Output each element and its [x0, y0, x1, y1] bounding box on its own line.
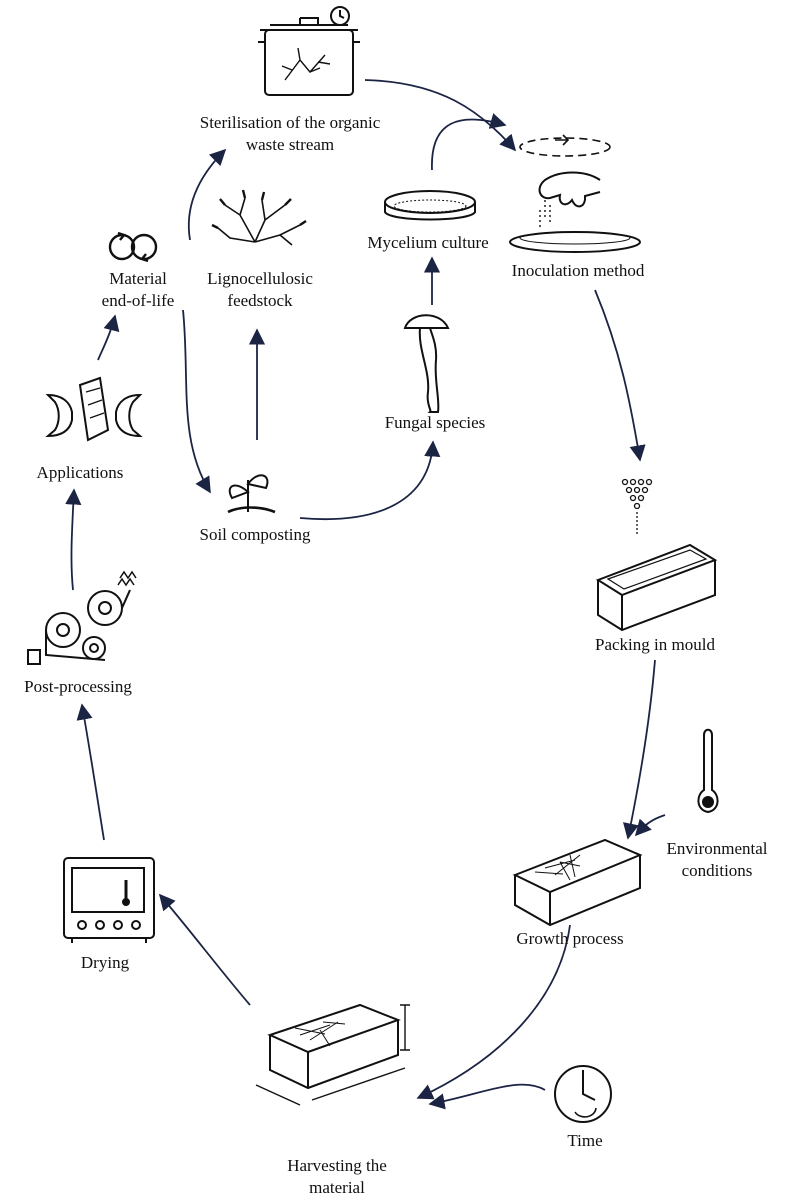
- label-eol: Material end-of-life: [78, 268, 198, 312]
- packing-line-1: Packing in mould: [595, 635, 715, 654]
- arrow-time-to-harvesting: [428, 1083, 546, 1110]
- mould-box-icon: [595, 478, 718, 632]
- plant-branch-icon: [211, 189, 307, 246]
- clock-icon: [554, 1065, 612, 1123]
- lignocellulosic-line-1: Lignocellulosic: [207, 269, 313, 288]
- eol-line-1: Material: [109, 269, 167, 288]
- mycelium-block-icon: [512, 838, 643, 927]
- harvesting-line-2: material: [309, 1178, 365, 1197]
- label-fungal: Fungal species: [365, 412, 505, 434]
- environmental-line-1: Environmental: [666, 839, 768, 858]
- arrow-drying-to-postprocessing: [76, 703, 105, 841]
- oven-icon: [63, 857, 155, 943]
- arrow-eol-to-sterilisation: [187, 148, 227, 241]
- label-applications: Applications: [20, 462, 140, 484]
- label-postprocessing: Post-processing: [8, 676, 148, 698]
- lignocellulosic-line-2: feedstock: [227, 291, 293, 310]
- harvesting-line-1: Harvesting the: [287, 1156, 387, 1175]
- fungal-line-1: Fungal species: [384, 413, 486, 432]
- label-inoculation: Inoculation method: [488, 260, 668, 282]
- arrow-packing-to-growth: [623, 659, 656, 840]
- environmental-line-2: conditions: [681, 861, 753, 880]
- label-packing: Packing in mould: [580, 634, 730, 656]
- mycelium-line-1: Mycelium culture: [367, 233, 489, 252]
- postprocessing-line-1: Post-processing: [24, 677, 132, 696]
- sterilisation-line-1: Sterilisation of the organic: [199, 113, 381, 132]
- arrow-postprocessing-to-applications: [65, 488, 82, 591]
- harvested-block-icon: [255, 1003, 410, 1106]
- label-soil: Soil composting: [180, 524, 330, 546]
- recycle-loop-icon: [108, 231, 158, 263]
- sprout-icon: [227, 474, 276, 514]
- label-harvesting: Harvesting the material: [262, 1155, 412, 1199]
- mushroom-icon: [403, 314, 450, 413]
- label-growth: Growth process: [495, 928, 645, 950]
- arrow-sterilisation-to-inoculation: [364, 79, 517, 152]
- thermometer-icon: [697, 728, 719, 814]
- soil-line-1: Soil composting: [199, 525, 311, 544]
- label-drying: Drying: [60, 952, 150, 974]
- arrow-mycelium-to-inoculation: [431, 113, 507, 171]
- time-line-1: Time: [567, 1131, 603, 1150]
- petri-dish-icon: [384, 190, 476, 221]
- label-lignocellulosic: Lignocellulosic feedstock: [185, 268, 335, 312]
- rollers-press-icon: [27, 570, 137, 665]
- arrow-eol-to-soil: [182, 309, 211, 494]
- growth-line-1: Growth process: [516, 929, 624, 948]
- applications-line-1: Applications: [36, 463, 124, 482]
- eol-line-2: end-of-life: [101, 291, 175, 310]
- arrow-growth-to-harvesting: [416, 924, 571, 1100]
- arrow-eol-to-applications-up: [97, 314, 120, 361]
- pot-with-timer-icon: [258, 6, 360, 96]
- label-environmental: Environmental conditions: [654, 838, 780, 882]
- inoculation-line-1: Inoculation method: [511, 261, 645, 280]
- compression-panel-icon: [45, 376, 143, 442]
- label-time: Time: [550, 1130, 620, 1152]
- label-mycelium: Mycelium culture: [348, 232, 508, 254]
- drying-line-1: Drying: [80, 953, 130, 972]
- hand-sprinkling-spores-icon: [509, 134, 641, 253]
- arrow-soil-to-fungal: [299, 440, 441, 520]
- label-sterilisation: Sterilisation of the organic waste strea…: [180, 112, 400, 156]
- sterilisation-line-2: waste stream: [245, 135, 335, 154]
- arrow-inoculation-to-packing: [594, 289, 646, 462]
- arrow-environmental-to-growth: [634, 814, 666, 837]
- arrow-harvesting-to-drying: [158, 893, 251, 1006]
